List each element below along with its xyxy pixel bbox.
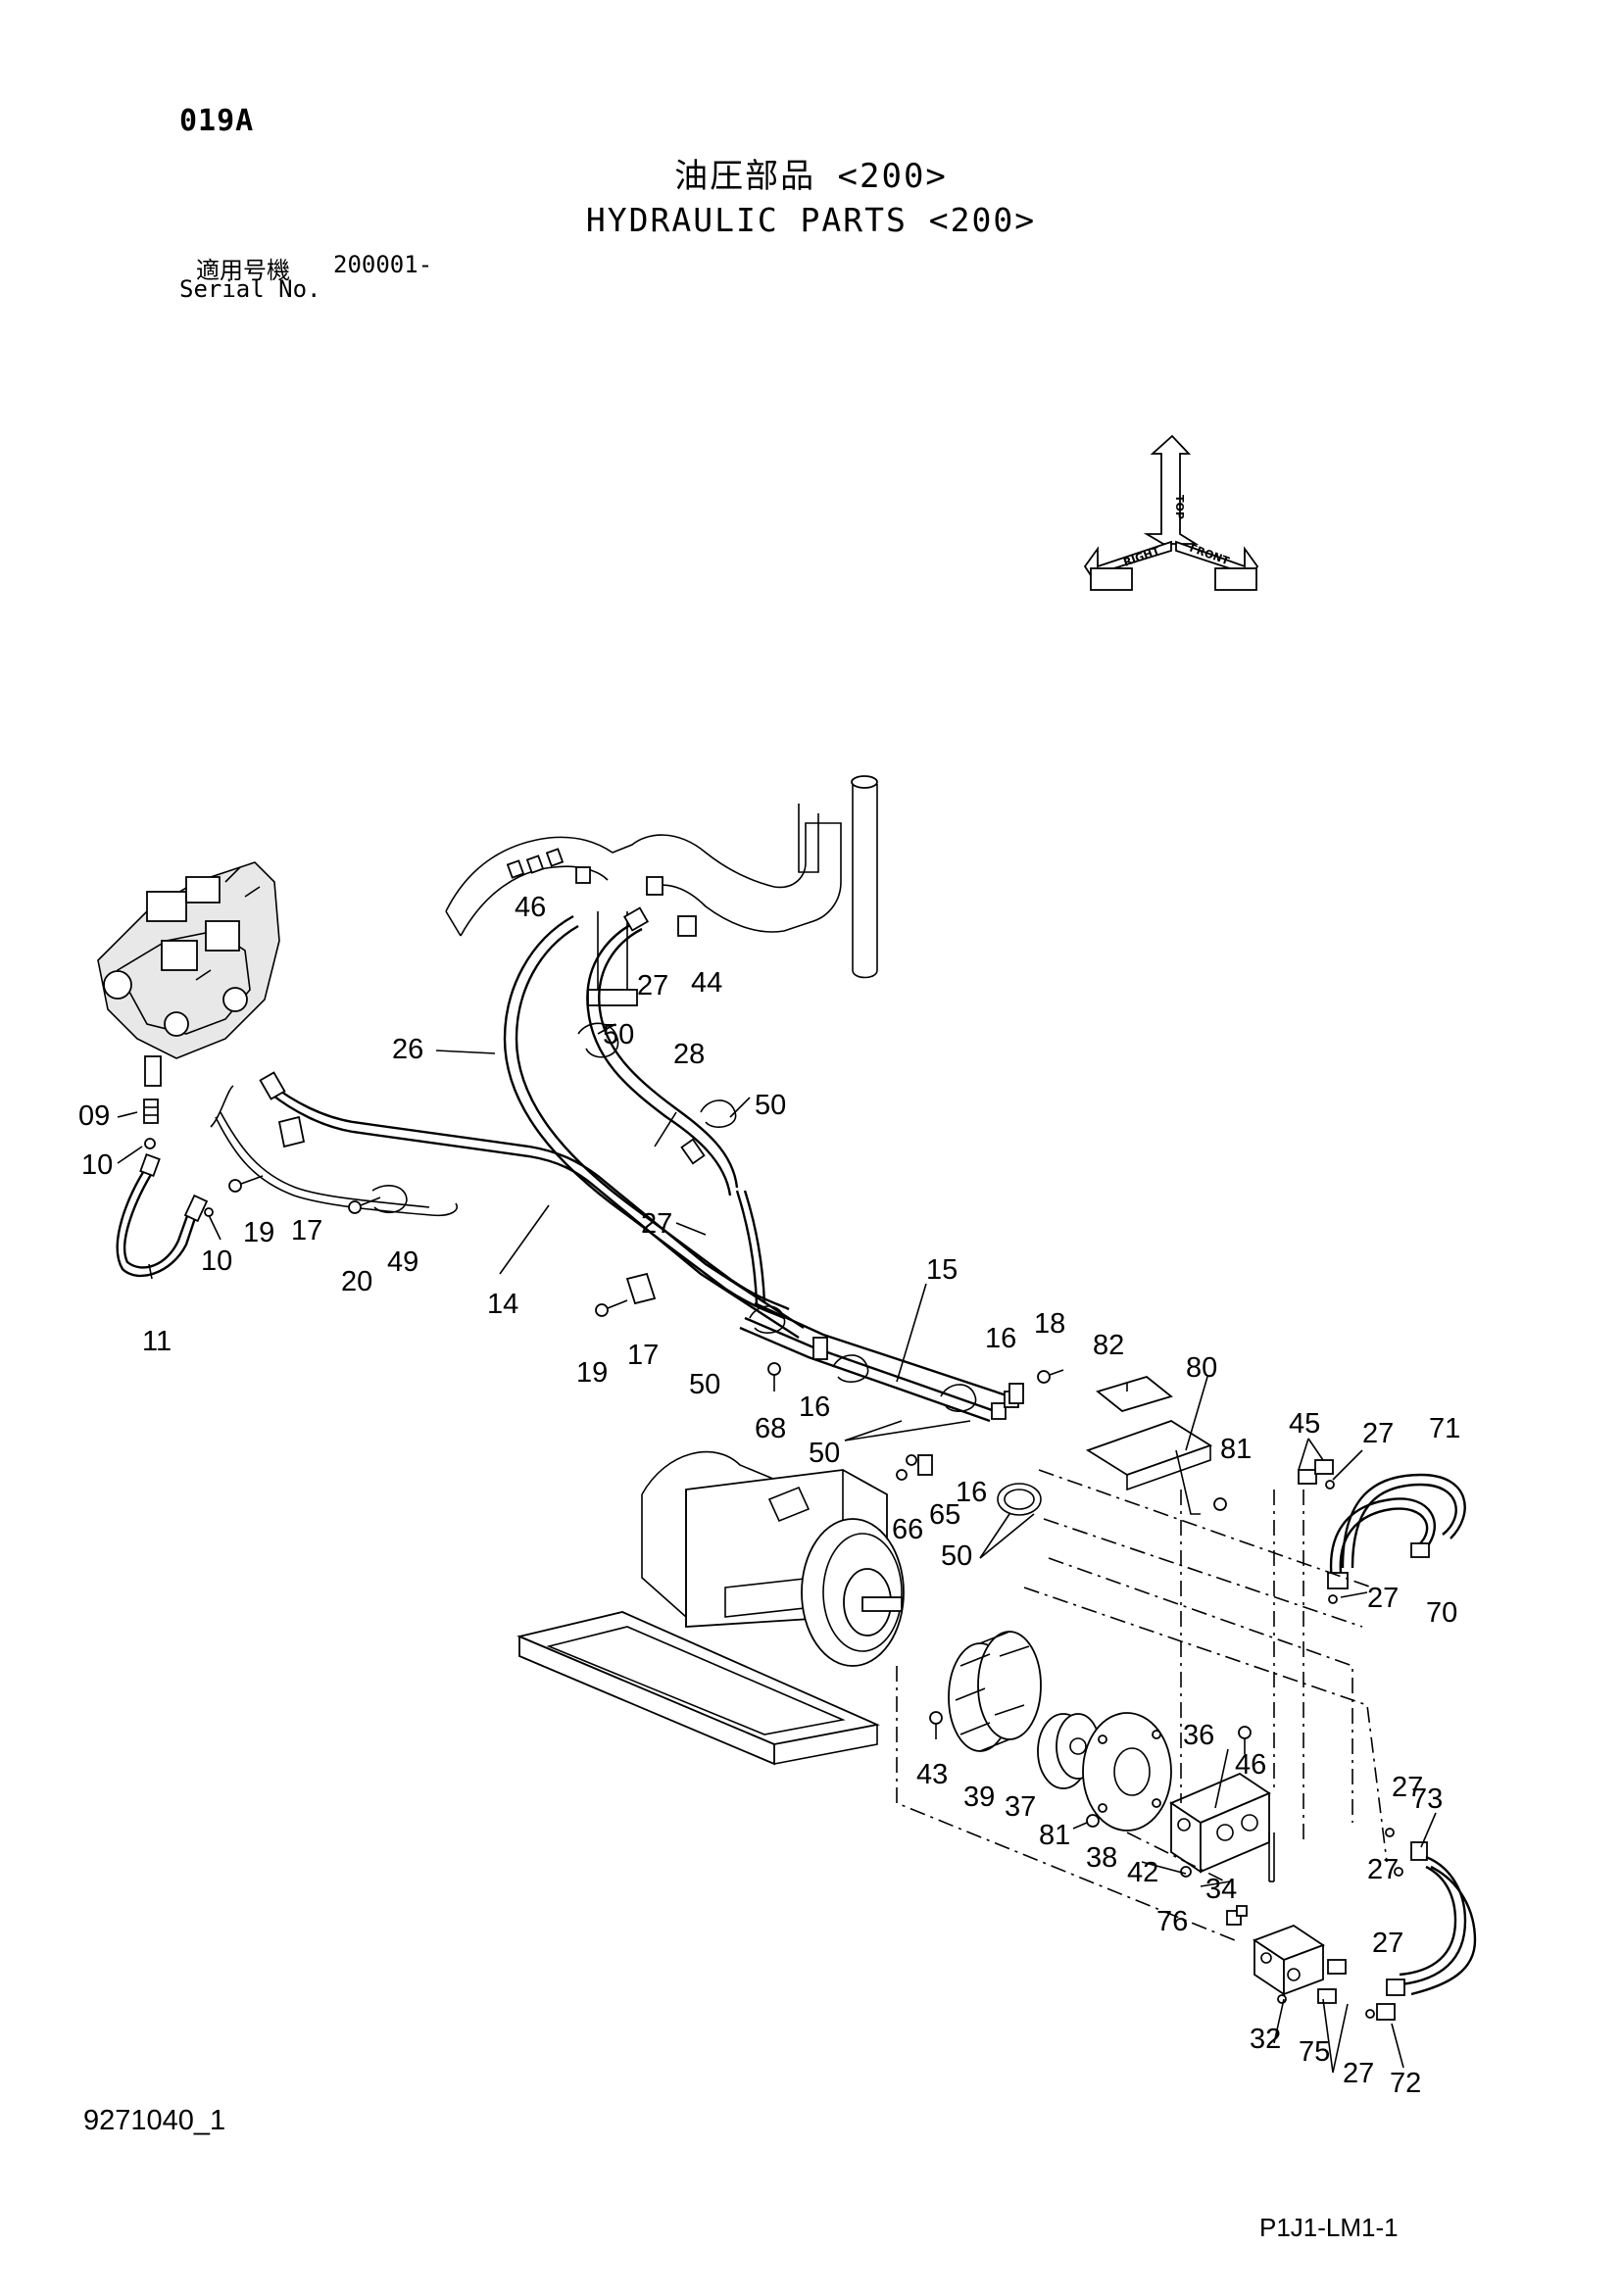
callout-27-r2: 27 bbox=[1367, 1854, 1399, 1885]
cover-80 bbox=[1085, 1376, 1227, 1515]
callout-34: 34 bbox=[1205, 1874, 1237, 1905]
callout-68: 68 bbox=[755, 1413, 786, 1444]
callout-71: 71 bbox=[1429, 1413, 1460, 1444]
callout-65: 65 bbox=[929, 1499, 960, 1531]
callout-17-lower: 17 bbox=[627, 1340, 659, 1371]
callout-73: 73 bbox=[1411, 1783, 1443, 1815]
orientation-top-label: TOP bbox=[1173, 495, 1186, 519]
hose-72-73 bbox=[1365, 1828, 1477, 2021]
callout-11: 11 bbox=[142, 1326, 172, 1357]
callout-39: 39 bbox=[963, 1782, 995, 1813]
callout-50-mid: 50 bbox=[809, 1438, 840, 1469]
callout-50-lower: 50 bbox=[941, 1540, 972, 1572]
pipe-15 bbox=[739, 1301, 1064, 1481]
callout-16-top: 16 bbox=[985, 1323, 1016, 1354]
hydraulic-pump bbox=[97, 861, 280, 1087]
callout-26: 26 bbox=[392, 1034, 423, 1065]
callout-70: 70 bbox=[1426, 1597, 1457, 1629]
electric-motor bbox=[516, 1450, 905, 1766]
callout-16-mid: 16 bbox=[956, 1477, 987, 1508]
callout-14: 14 bbox=[487, 1289, 518, 1320]
callout-50-right: 50 bbox=[755, 1090, 786, 1121]
callout-45: 45 bbox=[1289, 1408, 1320, 1440]
callout-49: 49 bbox=[387, 1246, 418, 1278]
callout-27-r1: 27 bbox=[1392, 1772, 1423, 1803]
callout-27-right-upper: 27 bbox=[1362, 1418, 1394, 1449]
callout-09: 09 bbox=[78, 1100, 110, 1132]
hose-26 bbox=[503, 914, 790, 1320]
serial-value: 200001- bbox=[333, 251, 433, 278]
callout-46-mid: 46 bbox=[1235, 1749, 1266, 1781]
arrow-front-base bbox=[1214, 567, 1257, 591]
callout-82: 82 bbox=[1093, 1330, 1124, 1361]
arrow-top-icon bbox=[1143, 434, 1200, 545]
callout-37: 37 bbox=[1005, 1791, 1036, 1823]
callout-80: 80 bbox=[1186, 1352, 1217, 1384]
callout-10-lower: 10 bbox=[201, 1246, 232, 1277]
callouts: 09 10 10 11 14 15 16 16 16 17 17 18 19 1… bbox=[78, 892, 1460, 2099]
title-japanese: 油圧部品 <200> bbox=[674, 157, 948, 196]
callout-27-r3: 27 bbox=[1372, 1928, 1403, 1959]
callout-44: 44 bbox=[691, 967, 722, 999]
callout-27-bottom: 27 bbox=[1343, 2058, 1374, 2089]
upper-pipe-assembly bbox=[445, 775, 878, 1006]
callout-15: 15 bbox=[926, 1254, 958, 1286]
orientation-right-label: RIGHT bbox=[1122, 544, 1162, 568]
orientation-indicator: TOP RIGHT FRONT bbox=[1083, 434, 1259, 591]
orientation-front-label: FRONT bbox=[1188, 542, 1231, 568]
callout-16-left: 16 bbox=[799, 1392, 830, 1423]
block-32 bbox=[1226, 1905, 1347, 2004]
callout-81-top: 81 bbox=[1220, 1434, 1252, 1465]
callout-38: 38 bbox=[1086, 1842, 1117, 1874]
gear-pump-36 bbox=[1169, 1772, 1275, 1882]
flange-38 bbox=[1082, 1712, 1172, 1832]
callout-32: 32 bbox=[1250, 2024, 1281, 2055]
callout-50-left: 50 bbox=[689, 1369, 720, 1400]
serial-label-japanese: 適用号機 bbox=[196, 257, 290, 284]
callout-20: 20 bbox=[341, 1266, 372, 1297]
leader-lines bbox=[117, 1023, 1437, 2074]
callout-75: 75 bbox=[1299, 2036, 1330, 2068]
page-code: 019A bbox=[179, 104, 255, 138]
callout-81-bottom: 81 bbox=[1039, 1820, 1070, 1851]
callout-72: 72 bbox=[1390, 2068, 1421, 2099]
callout-50-top: 50 bbox=[603, 1019, 634, 1050]
bolts-left bbox=[204, 1175, 781, 1392]
assembly-guide-lines bbox=[896, 1469, 1388, 1941]
fitting-09 bbox=[143, 1099, 159, 1149]
callout-19-upper: 19 bbox=[243, 1217, 274, 1248]
callout-27-mid: 27 bbox=[641, 1208, 672, 1240]
callout-43: 43 bbox=[916, 1759, 948, 1790]
callout-46-top: 46 bbox=[515, 892, 546, 923]
hose-28 bbox=[586, 906, 766, 1304]
title-english: HYDRAULIC PARTS <200> bbox=[585, 201, 1037, 239]
callout-27-top: 27 bbox=[637, 970, 668, 1001]
callout-28: 28 bbox=[673, 1039, 705, 1070]
document-number: 9271040_1 bbox=[83, 2105, 226, 2136]
callout-17-upper: 17 bbox=[291, 1215, 322, 1246]
callout-27-right-lower: 27 bbox=[1367, 1583, 1399, 1614]
serial-label-english: Serial No. bbox=[179, 275, 321, 303]
coupling-39 bbox=[948, 1631, 1042, 1752]
callout-18: 18 bbox=[1034, 1308, 1065, 1340]
hose-70-71 bbox=[1298, 1459, 1466, 1604]
callout-10-upper: 10 bbox=[81, 1149, 113, 1181]
hose-11 bbox=[116, 1152, 209, 1278]
arrow-right-base bbox=[1090, 567, 1133, 591]
callout-42: 42 bbox=[1127, 1857, 1158, 1888]
page-reference: P1J1-LM1-1 bbox=[1259, 2213, 1399, 2242]
callout-19-lower: 19 bbox=[576, 1357, 608, 1389]
callout-66: 66 bbox=[892, 1514, 923, 1545]
callout-36: 36 bbox=[1183, 1720, 1214, 1751]
bolts-mid bbox=[929, 1711, 1252, 1878]
callout-76: 76 bbox=[1156, 1906, 1188, 1937]
